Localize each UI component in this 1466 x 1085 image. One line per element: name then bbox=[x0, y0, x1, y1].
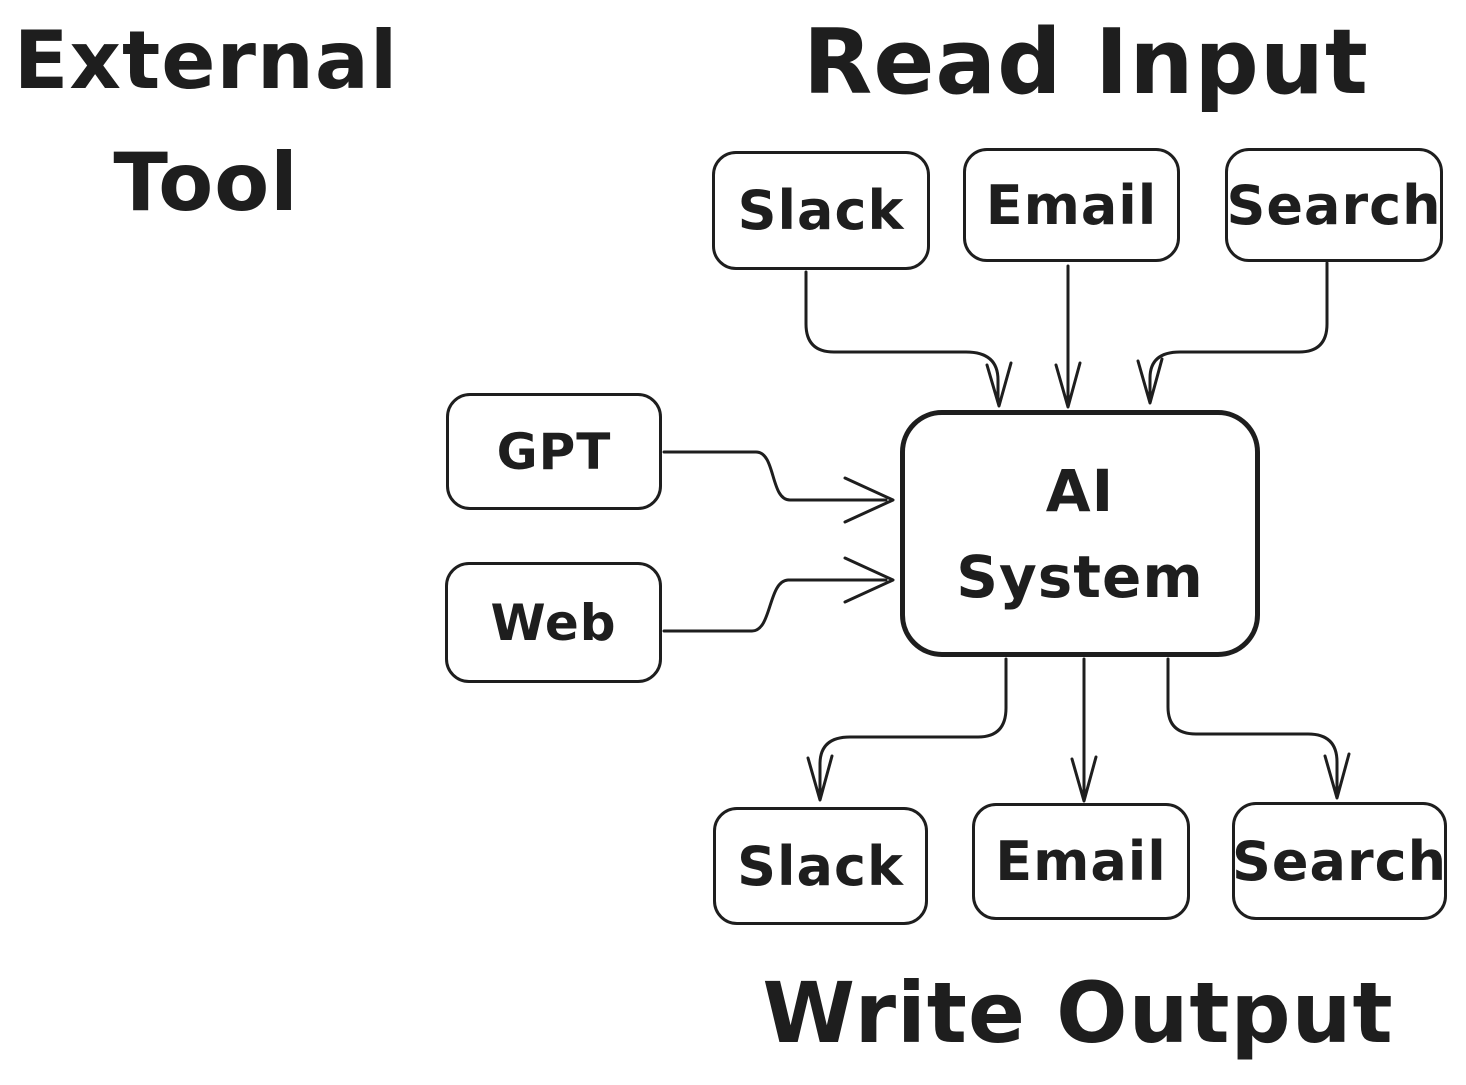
arrow-ai-to-search-output bbox=[1166, 657, 1351, 800]
write-output-title: Write Output bbox=[762, 964, 1394, 1062]
external-tool-label-line1: External bbox=[13, 14, 399, 107]
node-external-gpt: GPT bbox=[446, 393, 662, 510]
ai-system-label-line2: System bbox=[956, 542, 1204, 611]
arrow-ai-to-slack-output bbox=[806, 657, 1008, 802]
node-ai-system: AI System bbox=[900, 410, 1260, 657]
ai-system-label-line1: AI bbox=[1045, 456, 1115, 525]
node-input-email: Email bbox=[963, 148, 1180, 262]
arrow-gpt-to-ai bbox=[662, 450, 895, 524]
node-input-search: Search bbox=[1225, 148, 1443, 262]
arrow-search-input-to-ai bbox=[1136, 261, 1329, 405]
node-external-web: Web bbox=[445, 562, 662, 683]
read-input-title: Read Input bbox=[803, 9, 1369, 115]
node-output-search: Search bbox=[1232, 802, 1447, 920]
arrow-email-input-to-ai bbox=[1054, 264, 1082, 409]
external-tool-label-line2: Tool bbox=[113, 136, 299, 229]
arrow-slack-input-to-ai bbox=[804, 270, 1013, 408]
node-input-slack: Slack bbox=[712, 151, 930, 270]
external-tool-label: External Tool bbox=[0, 0, 412, 250]
node-output-email: Email bbox=[972, 803, 1190, 920]
arrow-web-to-ai bbox=[662, 556, 895, 633]
arrow-ai-to-email-output bbox=[1070, 657, 1098, 803]
node-output-slack: Slack bbox=[713, 807, 928, 925]
